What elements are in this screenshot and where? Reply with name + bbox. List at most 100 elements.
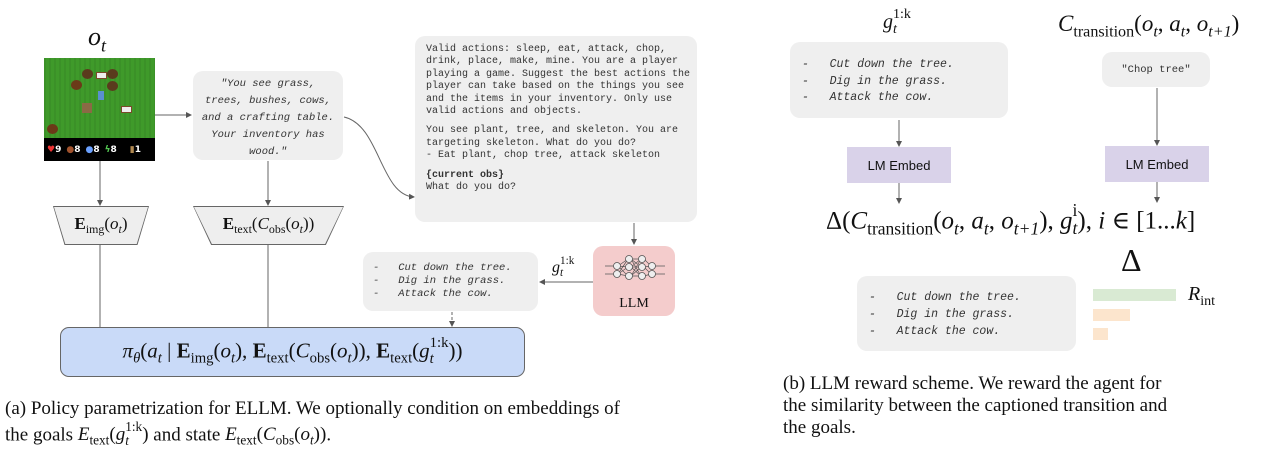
math-token: g: [883, 10, 893, 33]
math-token: o: [110, 213, 119, 233]
caption-math-state: Etext(Cobs(ot)): [225, 424, 327, 448]
caption-b-line: (b) LLM reward scheme. We reward the age…: [783, 373, 1162, 394]
math-token: ,: [958, 207, 972, 235]
prompt-line: targeting skeleton. What do you do?: [426, 137, 637, 149]
math-token: E: [74, 213, 86, 233]
math-token: (: [285, 213, 292, 233]
caption-line: trees, bushes, cows,: [204, 95, 332, 107]
caption-a: (a) Policy parametrization for ELLM. We …: [5, 398, 780, 452]
math-token: text: [266, 350, 289, 367]
tree-icon: [107, 81, 118, 91]
grass-field: [44, 58, 155, 138]
math-token: t: [1153, 23, 1158, 41]
caption-b: (b) LLM reward scheme. We reward the age…: [783, 373, 1283, 439]
reward-bar: [1093, 289, 1176, 301]
math-token: g: [419, 338, 430, 363]
math-token: (: [412, 338, 420, 363]
math-token: E: [252, 338, 267, 363]
caption-text: .: [326, 424, 332, 446]
policy-formula: πθ(at | Eimg(ot), Etext(Cobs(ot)), Etext…: [123, 335, 463, 367]
math-token: C: [1058, 11, 1074, 36]
prompt-line: You see plant, tree, and skeleton. You a…: [426, 125, 679, 137]
goal-item: - Cut down the tree.: [869, 291, 1021, 304]
goal-item: - Dig in the grass.: [802, 74, 947, 88]
math-token: (: [294, 424, 301, 446]
math-token: a: [147, 338, 158, 363]
obs-label: ot: [88, 22, 106, 56]
math-token: (: [330, 338, 338, 363]
math-token: (: [109, 424, 116, 446]
math-token: transition: [1073, 23, 1135, 41]
caption-line: and a crafting table.: [201, 112, 335, 124]
math-token: (: [140, 338, 148, 363]
observation-caption-bubble: "You see grass, trees, bushes, cows, and…: [193, 71, 343, 160]
arrow-caption-to-prompt: [343, 116, 415, 200]
food-value: 8: [74, 144, 81, 155]
math-token: t: [983, 218, 989, 239]
math-token: text: [89, 432, 110, 448]
math-token: t: [347, 350, 352, 367]
math-token: ): [121, 213, 128, 233]
caption-a-line1: (a) Policy parametrization for ELLM. We …: [5, 398, 620, 419]
player-icon: [98, 91, 104, 100]
math-token: ),: [1039, 207, 1061, 235]
math-token: int: [1200, 293, 1215, 309]
math-token: t: [118, 222, 122, 237]
math-token: (: [256, 424, 263, 446]
goal-item: - Cut down the tree.: [802, 58, 954, 71]
math-token: text: [236, 432, 257, 448]
prompt-line: player can take based on the things you …: [426, 81, 685, 93]
ranked-goals-bubble: - Cut down the tree. - Dig in the grass.…: [857, 276, 1076, 351]
prompt-question: What do you do?: [426, 181, 517, 193]
math-token: o: [337, 338, 348, 363]
goal-item: - Attack the cow.: [802, 91, 934, 104]
reward-bar: [1093, 308, 1131, 321]
prompt-line: and the items in your inventory. Only us…: [426, 93, 673, 105]
cow-icon: [121, 106, 132, 113]
current-obs-placeholder: {current obs}: [426, 169, 505, 181]
llm-label: LLM: [619, 296, 649, 311]
math-token: g: [1060, 207, 1073, 235]
energy-value: 8: [110, 144, 117, 155]
math-token: ): [142, 424, 149, 446]
math-token: ),: [1077, 207, 1099, 235]
math-token: )): [313, 424, 327, 446]
math-token: E: [176, 338, 191, 363]
math-token: t: [954, 218, 959, 239]
transition-caption-text: "Chop tree": [1121, 63, 1191, 76]
math-token: obs: [309, 350, 331, 367]
reward-bars: [1093, 289, 1183, 344]
math-token: ,: [988, 207, 1002, 235]
lm-embed-label: LM Embed: [867, 157, 931, 173]
bush-icon: [47, 124, 58, 134]
prompt-line: Valid actions: sleep, eat, attack, chop,: [426, 44, 667, 55]
transition-caption-label: Ctransition(ot, at, ot+1): [1058, 11, 1239, 42]
math-token: (: [933, 207, 942, 235]
transition-caption-bubble: "Chop tree": [1102, 52, 1210, 87]
health-value: 9: [55, 144, 62, 155]
image-encoder: Eimg(ot): [54, 207, 148, 244]
math-token: (: [213, 338, 221, 363]
caption-text: the goals: [5, 424, 78, 446]
goal-item: - Cut down the tree.: [373, 262, 512, 274]
math-token: t+1: [1208, 23, 1232, 41]
math-token: C: [850, 207, 868, 235]
math-token: C: [295, 338, 310, 363]
delta-symbol: Δ: [1121, 242, 1142, 278]
math-token: t: [309, 432, 314, 448]
math-token: t: [1180, 23, 1186, 41]
math-token: ),: [235, 338, 253, 363]
math-token: θ: [133, 350, 141, 367]
math-token: |: [161, 338, 177, 363]
math-token: )): [302, 213, 315, 233]
math-token: C: [262, 424, 276, 446]
math-token: (: [251, 213, 258, 233]
math-token: o: [1141, 11, 1154, 36]
math-token: g: [115, 424, 126, 446]
math-token: o: [291, 213, 300, 233]
